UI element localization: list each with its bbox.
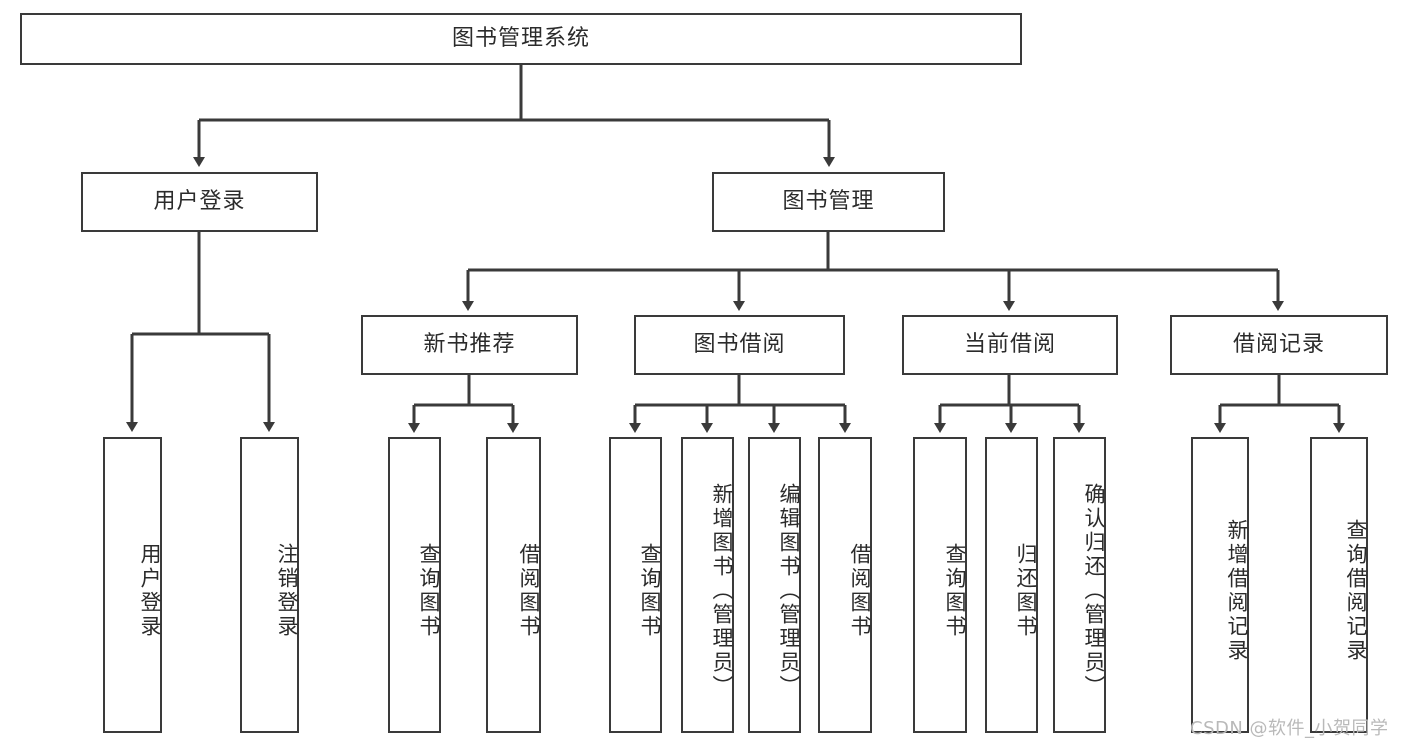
node-leaf-add-book[interactable]: 新增图书（管理员） [681, 437, 734, 733]
node-leaf-edit-book[interactable]: 编辑图书（管理员） [748, 437, 801, 733]
node-leaf-query-book-2[interactable]: 查询图书 [609, 437, 662, 733]
node-leaf-query-record[interactable]: 查询借阅记录 [1310, 437, 1368, 733]
node-leaf-query-record-label: 查询借阅记录 [1344, 519, 1368, 663]
node-leaf-borrow-book-1-label: 借阅图书 [517, 543, 541, 639]
node-borrow-record[interactable]: 借阅记录 [1170, 315, 1388, 375]
node-leaf-query-book-1-label: 查询图书 [417, 543, 441, 639]
node-current-borrow-label: 当前借阅 [963, 331, 1056, 357]
node-leaf-user-login-label: 用户登录 [138, 543, 162, 639]
node-leaf-query-book-3[interactable]: 查询图书 [913, 437, 967, 733]
node-new-book-recommend[interactable]: 新书推荐 [361, 315, 578, 375]
node-leaf-query-book-3-label: 查询图书 [943, 543, 967, 639]
node-user-login[interactable]: 用户登录 [81, 172, 318, 232]
node-root-label: 图书管理系统 [451, 25, 590, 51]
node-leaf-query-book-2-label: 查询图书 [638, 543, 662, 639]
node-leaf-logout-label: 注销登录 [275, 543, 299, 639]
node-leaf-borrow-book-1[interactable]: 借阅图书 [486, 437, 541, 733]
node-new-book-recommend-label: 新书推荐 [423, 331, 516, 357]
node-leaf-logout[interactable]: 注销登录 [240, 437, 299, 733]
node-leaf-add-book-label: 新增图书（管理员） [710, 483, 734, 699]
node-current-borrow[interactable]: 当前借阅 [902, 315, 1118, 375]
node-user-login-label: 用户登录 [153, 188, 246, 214]
node-leaf-return-book-label: 归还图书 [1014, 543, 1038, 639]
node-leaf-add-record-label: 新增借阅记录 [1225, 519, 1249, 663]
node-root[interactable]: 图书管理系统 [20, 13, 1022, 65]
node-leaf-query-book-1[interactable]: 查询图书 [388, 437, 441, 733]
node-leaf-return-book[interactable]: 归还图书 [985, 437, 1038, 733]
node-leaf-user-login[interactable]: 用户登录 [103, 437, 162, 733]
node-book-borrow-label: 图书借阅 [693, 331, 786, 357]
node-leaf-confirm-return-label: 确认归还（管理员） [1082, 483, 1106, 699]
node-leaf-add-record[interactable]: 新增借阅记录 [1191, 437, 1249, 733]
node-leaf-borrow-book-2-label: 借阅图书 [848, 543, 872, 639]
node-book-manage[interactable]: 图书管理 [712, 172, 945, 232]
watermark: CSDN @软件_小贺同学 [1190, 718, 1389, 739]
node-borrow-record-label: 借阅记录 [1232, 331, 1325, 357]
node-leaf-borrow-book-2[interactable]: 借阅图书 [818, 437, 872, 733]
node-leaf-confirm-return[interactable]: 确认归还（管理员） [1053, 437, 1106, 733]
node-book-borrow[interactable]: 图书借阅 [634, 315, 845, 375]
node-leaf-edit-book-label: 编辑图书（管理员） [777, 483, 801, 699]
node-book-manage-label: 图书管理 [782, 188, 875, 214]
